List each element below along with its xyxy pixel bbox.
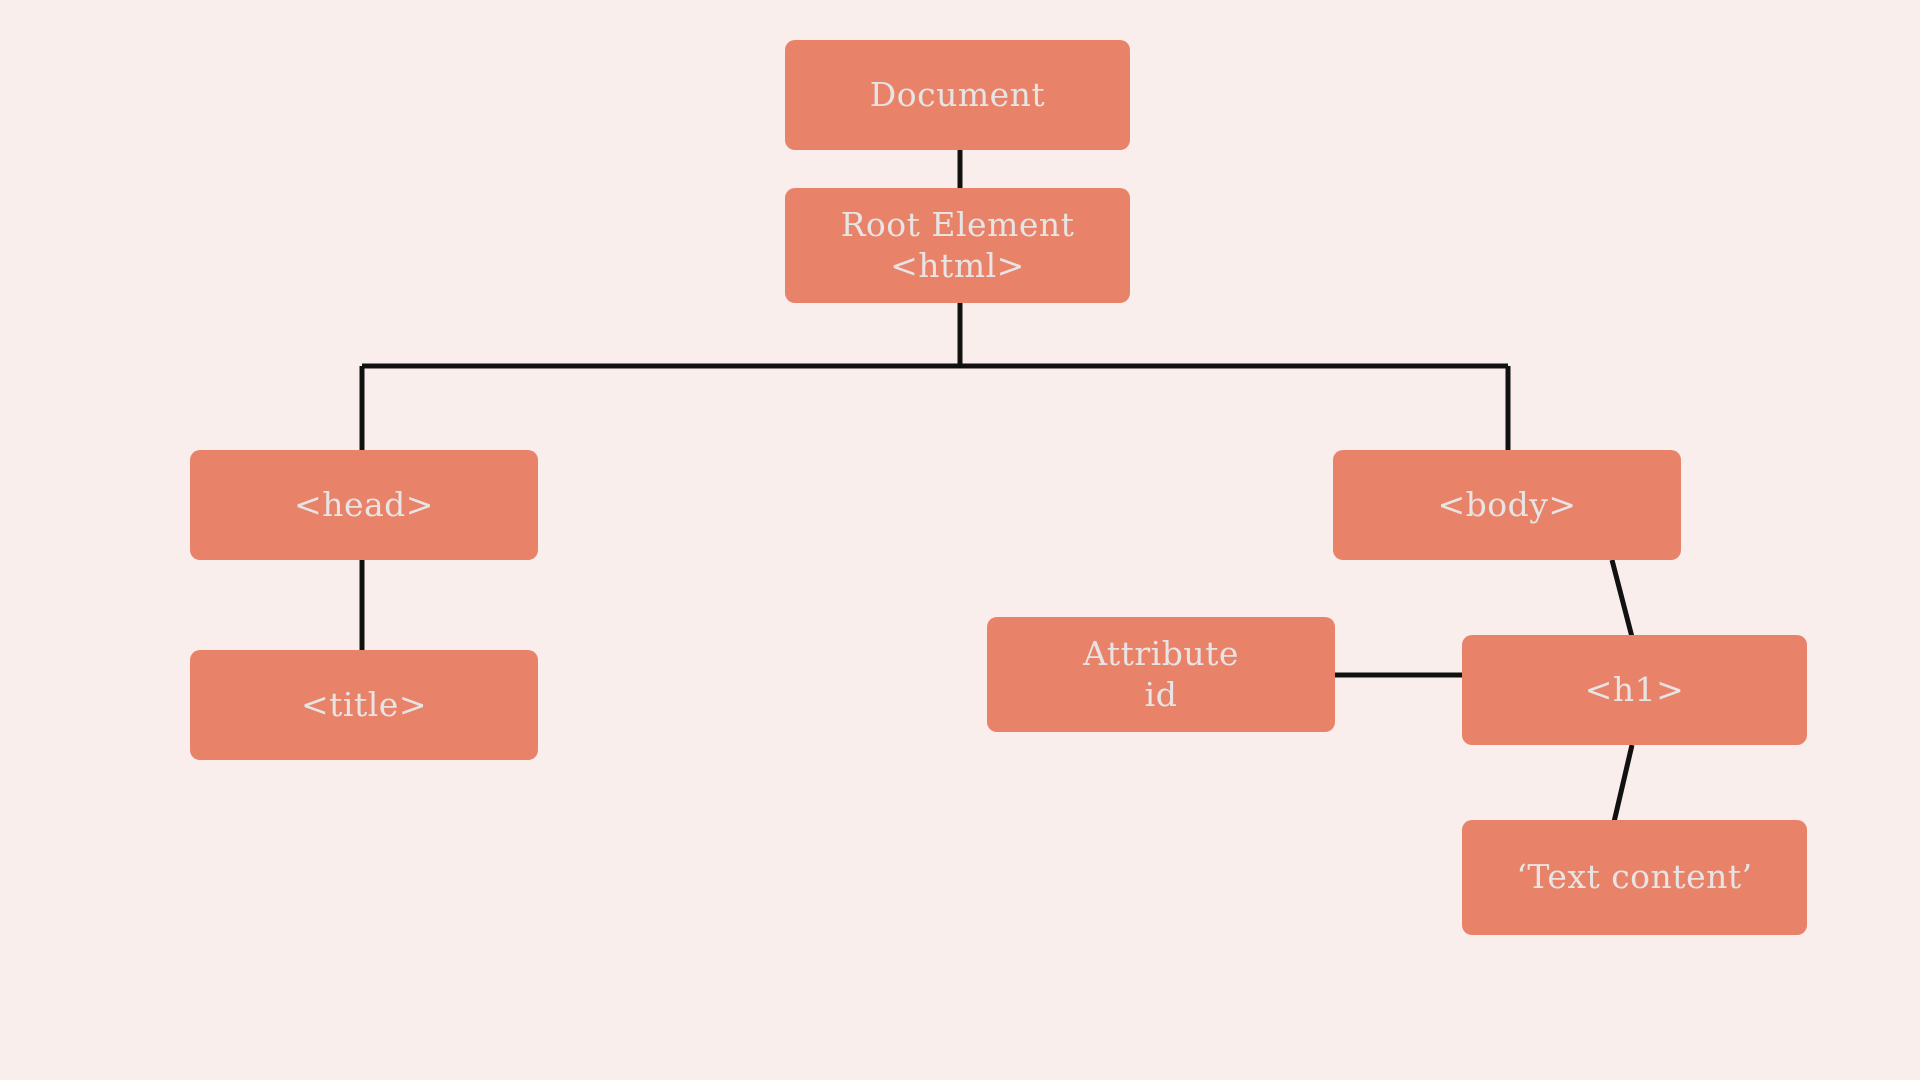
node-attribute[interactable]: Attribute id bbox=[987, 617, 1335, 732]
node-head-label: <head> bbox=[294, 484, 434, 524]
node-document[interactable]: Document bbox=[785, 40, 1130, 150]
node-text-content-label: ‘Text content’ bbox=[1516, 857, 1753, 897]
node-root-element[interactable]: Root Element <html> bbox=[785, 188, 1130, 303]
node-head[interactable]: <head> bbox=[190, 450, 538, 560]
node-h1[interactable]: <h1> bbox=[1462, 635, 1807, 745]
edge-h1-to-text-content bbox=[1611, 744, 1635, 823]
node-body[interactable]: <body> bbox=[1333, 450, 1681, 560]
node-body-label: <body> bbox=[1437, 484, 1577, 524]
edge-body-to-h1 bbox=[1609, 559, 1635, 638]
node-title-label: <title> bbox=[301, 684, 427, 724]
node-root-element-label: Root Element bbox=[840, 205, 1075, 245]
node-document-label: Document bbox=[869, 74, 1046, 114]
node-title[interactable]: <title> bbox=[190, 650, 538, 760]
node-root-element-tag: <html> bbox=[890, 245, 1025, 285]
node-text-content[interactable]: ‘Text content’ bbox=[1462, 820, 1807, 935]
node-attribute-name: id bbox=[1144, 674, 1178, 714]
node-attribute-label: Attribute bbox=[1083, 634, 1239, 674]
node-h1-label: <h1> bbox=[1584, 669, 1685, 709]
